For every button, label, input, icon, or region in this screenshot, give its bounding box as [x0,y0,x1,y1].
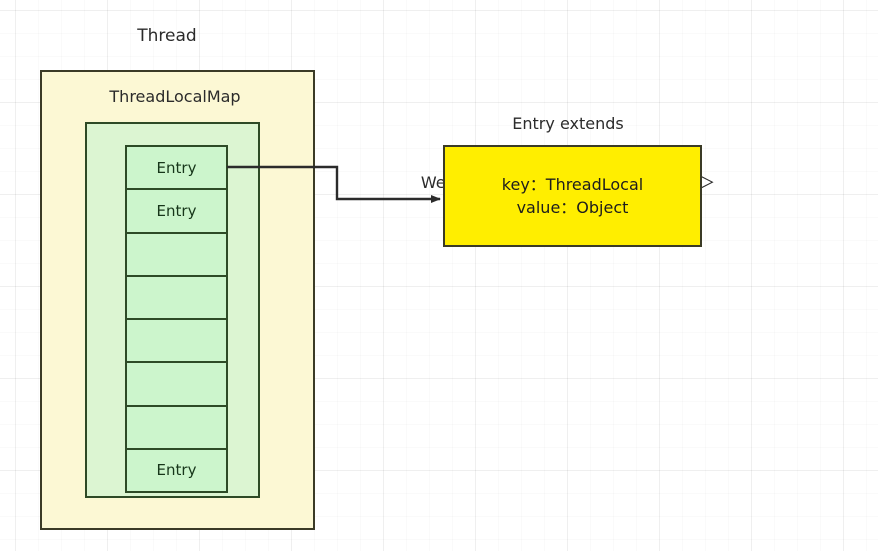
thread-local-map-label: ThreadLocalMap [109,87,241,106]
entry-value-line: value：Object [516,198,629,217]
entry-cell[interactable] [127,233,226,277]
entry-detail-box: key：ThreadLocal value：Object [443,145,702,247]
entry-caption-line-1: Entry extends [512,114,624,134]
entry-table: Entry Entry Entry [125,145,228,493]
entry-cell[interactable]: Entry [127,147,226,191]
entry-cell[interactable] [127,406,226,450]
entry-cell[interactable] [127,320,226,364]
entry-cell[interactable]: Entry [127,449,226,491]
thread-label: Thread [137,26,197,46]
entry-cell[interactable] [127,363,226,407]
entry-cell[interactable]: Entry [127,190,226,234]
entry-cell[interactable] [127,276,226,320]
entry-key-line: key：ThreadLocal [501,174,644,194]
